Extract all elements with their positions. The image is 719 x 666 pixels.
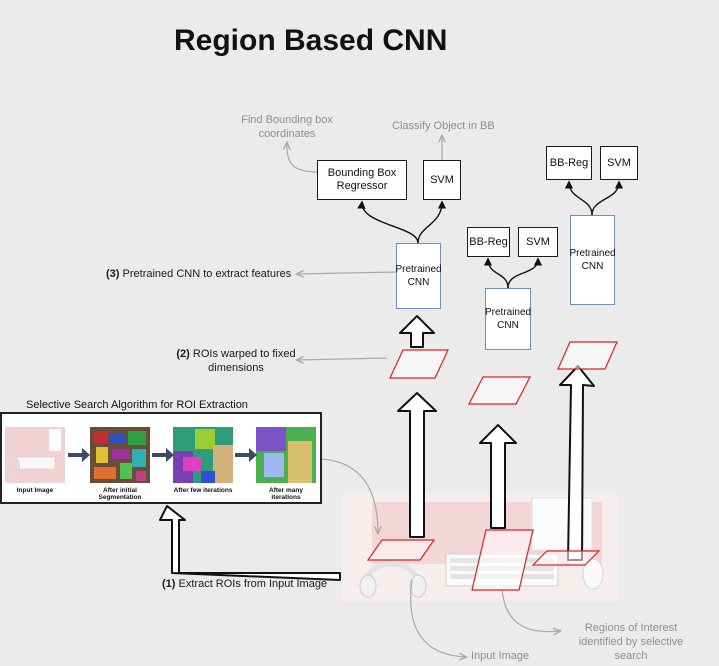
- bb-reg-box-3: BB-Reg: [546, 146, 592, 180]
- roi-warped-1: [389, 349, 449, 379]
- classify-label: Classify Object in BB: [392, 120, 495, 132]
- cnn3-to-bbreg-arrow: [564, 180, 593, 216]
- ss-caption-3: After few iterations: [173, 487, 233, 494]
- ss-input-image-thumb: [5, 427, 65, 483]
- cnn3-to-svm-arrow: [591, 180, 624, 216]
- page-title: Region Based CNN: [174, 24, 448, 57]
- roi-identified-label: Regions of Interest identified by select…: [578, 622, 684, 662]
- step1-number: (1): [162, 578, 176, 590]
- step2-label: (2) ROIs warped to fixed dimensions: [171, 347, 301, 375]
- cnn1-to-bbreg-arrow: [357, 200, 419, 244]
- step3-number: (3): [106, 268, 120, 280]
- step2-number: (2): [176, 348, 190, 360]
- ss-caption-2: After initial Segmentation: [98, 487, 142, 501]
- svm-box-3: SVM: [600, 146, 638, 180]
- bb-reg-box-2: BB-Reg: [467, 227, 510, 257]
- ss-caption-1: Input Image: [16, 487, 54, 494]
- big-arrow-photo-to-ss: [159, 505, 341, 581]
- step2-arrow: [297, 358, 388, 360]
- step3-label: (3) Pretrained CNN to extract features: [106, 268, 291, 280]
- find-bb-arrow: [287, 143, 318, 173]
- roi-warped-2: [468, 376, 531, 405]
- big-arrow-roi1-to-cnn1: [399, 315, 435, 348]
- ss-many-iterations-thumb: [256, 427, 316, 483]
- ss-caption-4: After many iterations: [269, 487, 303, 501]
- svm-box-1: SVM: [423, 160, 461, 200]
- cnn1-to-svm-arrow: [417, 200, 447, 244]
- step3-arrow: [297, 272, 397, 274]
- selective-search-panel: Input Image After initial Segmentation A…: [0, 412, 322, 504]
- svm-box-2: SVM: [518, 227, 558, 257]
- ss-initial-seg-thumb: [90, 427, 150, 483]
- pretrained-cnn-2: Pretrained CNN: [485, 288, 531, 350]
- cnn2-to-svm-arrow: [507, 257, 543, 289]
- roi-warped-3: [557, 341, 618, 370]
- pretrained-cnn-3: Pretrained CNN: [569, 215, 616, 305]
- ss-arrow-3: [235, 448, 257, 462]
- ss-arrow-1: [68, 448, 90, 462]
- step1-text: Extract ROIs from Input Image: [178, 578, 328, 590]
- step3-text: Pretrained CNN to extract features: [122, 268, 292, 280]
- ss-arrow-2: [152, 448, 174, 462]
- pretrained-cnn-1: Pretrained CNN: [395, 243, 442, 309]
- find-bb-label: Find Bounding box coordinates: [241, 114, 333, 140]
- selective-search-title: Selective Search Algorithm for ROI Extra…: [26, 399, 248, 411]
- cnn2-to-bbreg-arrow: [483, 257, 509, 289]
- ss-arrows: [68, 448, 257, 462]
- input-image-label: Input Image: [471, 650, 530, 662]
- bb-regressor-box: Bounding Box Regressor: [317, 160, 407, 200]
- input-image-photo: [342, 494, 619, 601]
- step2-text: ROIs warped to fixed dimensions: [192, 348, 296, 374]
- step1-label: (1) Extract ROIs from Input Image: [162, 578, 327, 590]
- ss-few-iterations-thumb: [173, 427, 233, 483]
